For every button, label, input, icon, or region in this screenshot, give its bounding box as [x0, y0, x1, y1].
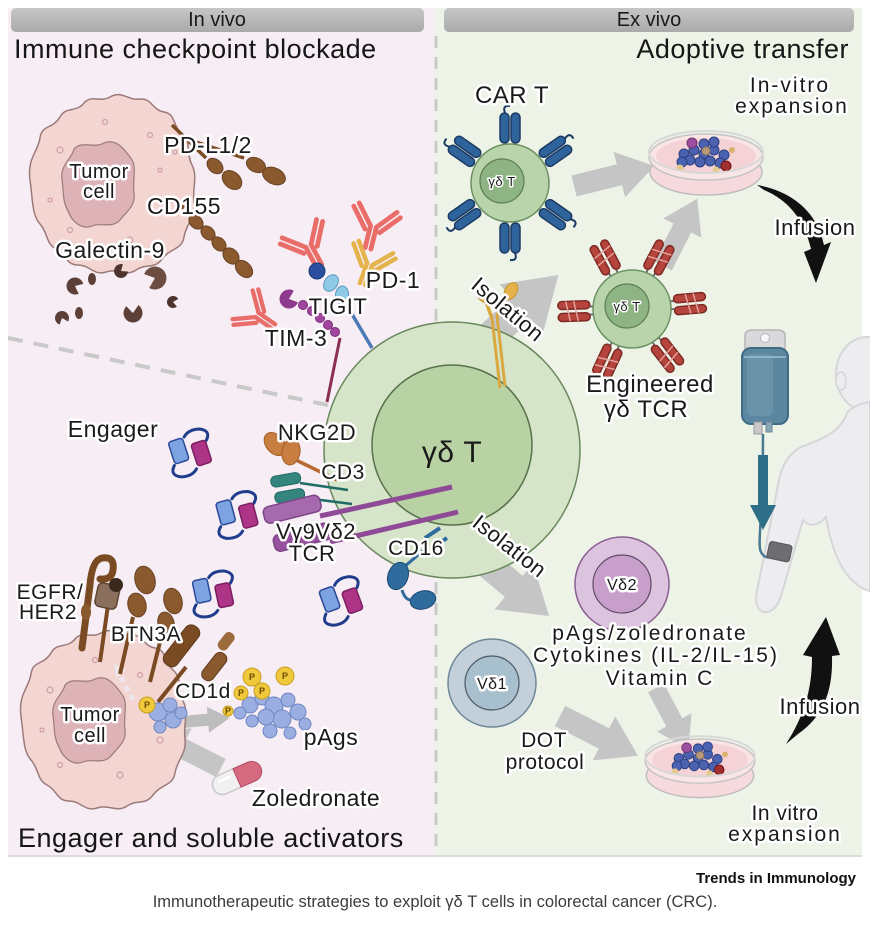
figure-footer: Trends in Immunology Immunotherapeutic s…	[0, 862, 870, 912]
invitro-bottom-label-1: In vitro	[751, 802, 818, 825]
drip-arrow	[750, 455, 776, 530]
petri-dish-bottom	[644, 735, 756, 799]
cd3-label: CD3	[321, 461, 365, 484]
pdl12-label: PD-L1/2	[164, 132, 252, 158]
vd2-label: Vδ2	[607, 577, 637, 594]
stimuli-label-1: pAgs/zoledronate	[552, 622, 747, 645]
vd1-cell: Vδ1	[447, 638, 537, 728]
engineered-cell: γδ T	[556, 237, 708, 382]
p-marker: P	[238, 688, 244, 698]
vd2-cell: Vδ2	[574, 536, 670, 632]
pags-extracellular	[233, 690, 312, 740]
in-vivo-header: In vivo	[11, 8, 424, 32]
vg9vd2-label-1: Vγ9Vδ2	[276, 519, 356, 544]
p-marker: P	[249, 672, 255, 682]
vd1-label: Vδ1	[477, 676, 507, 693]
vg9vd2-tcr	[262, 484, 459, 552]
btn3a-label: BTN3A	[111, 623, 181, 646]
invitro-top-label-1: In-vitro	[750, 74, 830, 97]
nkg2d-receptor	[263, 431, 338, 482]
car-t-cell: γδ T	[439, 104, 581, 262]
cd1d-label: CD1d	[175, 680, 231, 703]
cell-texture-dots	[47, 118, 178, 258]
pd1-receptor	[475, 282, 519, 389]
tigit-receptor	[308, 262, 374, 349]
cd16-label: CD16	[388, 537, 444, 560]
zoledronate-label: Zoledronate	[252, 785, 380, 811]
tumor-bottom-label-1: Tumor	[60, 704, 120, 726]
nkg2d-label: NKG2D	[278, 420, 356, 445]
engager-title: Engager and soluble activators	[18, 823, 404, 853]
ex-vivo-tag: Ex vivo	[617, 9, 681, 31]
engager-label: Engager	[68, 416, 158, 442]
diagonal-divider	[7, 336, 333, 408]
egfr-her2-receptors	[78, 554, 123, 663]
zoledronate-capsule	[211, 760, 263, 796]
infusion-bottom-label: Infusion	[779, 694, 860, 719]
pags-label: pAgs	[304, 724, 358, 750]
egfr-label-1: EGFR/	[17, 581, 84, 604]
tumor-cell-top: Tumor cell	[28, 93, 196, 274]
iv-bag	[741, 329, 793, 563]
invitro-bottom-label-2: expansion	[728, 823, 842, 846]
tumor-cell-bottom: Tumor cell	[19, 629, 187, 810]
tumor-bottom-label-2: cell	[74, 725, 106, 747]
cd1d-receptor	[156, 624, 235, 704]
gdt-center-cell: γδ T	[323, 321, 581, 579]
dot-label-1: DOT	[521, 729, 567, 752]
gdt-center-label: γδ T	[422, 436, 482, 469]
tim3-label: TIM-3	[265, 325, 328, 351]
engineered-label-1: Engineered	[586, 371, 714, 398]
checkpoint-title: Immune checkpoint blockade	[14, 34, 377, 64]
egfr-label-2: HER2	[19, 601, 77, 624]
p-marker: P	[282, 671, 288, 681]
galectin9-molecules	[53, 262, 179, 326]
infusion-arrow-top	[757, 185, 831, 283]
immunotherapy-diagram: In vivo Ex vivo Immune checkpoint blocka…	[7, 8, 870, 857]
invitro-top-label-2: expansion	[735, 95, 849, 118]
btn3a-receptors	[118, 565, 183, 683]
phosphate-markers: P P P P P P	[138, 666, 295, 717]
stimuli-label-3: Vitamin C	[606, 667, 715, 690]
iv-port-device	[766, 541, 793, 563]
galectin9-label: Galectin-9	[55, 237, 165, 263]
figure-caption: Immunotherapeutic strategies to exploit …	[152, 893, 718, 911]
cd16-receptor	[386, 526, 449, 610]
tumor-top-label-2: cell	[83, 181, 115, 203]
p-marker: P	[225, 706, 231, 716]
adoptive-title: Adoptive transfer	[636, 34, 849, 64]
cd155-molecule	[176, 200, 254, 279]
cd155-label: CD155	[147, 193, 221, 219]
tim3-receptor	[276, 287, 342, 403]
infusion-top-label: Infusion	[774, 215, 855, 240]
engineered-label-2: γδ TCR	[604, 396, 688, 423]
ex-vivo-header: Ex vivo	[444, 8, 854, 32]
tumor-top-label-1: Tumor	[69, 161, 129, 183]
petri-dish-top	[648, 130, 764, 196]
p-marker: P	[144, 700, 150, 710]
pd1-label: PD-1	[366, 267, 420, 293]
dot-label-2: protocol	[506, 751, 585, 774]
tigit-label: TIGIT	[309, 294, 368, 319]
car-t-nucleus-label: γδ T	[488, 174, 515, 189]
in-vivo-tag: In vivo	[188, 9, 246, 31]
engineered-nucleus-label: γδ T	[613, 299, 640, 314]
p-marker: P	[259, 686, 265, 696]
car-t-label: CAR T	[475, 82, 549, 109]
infusion-arrow-bottom	[786, 617, 840, 744]
vg9vd2-label-2: TCR	[289, 541, 336, 566]
pdl12-molecules	[170, 123, 286, 190]
pags-intracellular	[148, 697, 188, 734]
stimuli-label-2: Cytokines (IL-2/IL-15)	[533, 644, 779, 667]
journal-brand: Trends in Immunology	[695, 870, 856, 887]
